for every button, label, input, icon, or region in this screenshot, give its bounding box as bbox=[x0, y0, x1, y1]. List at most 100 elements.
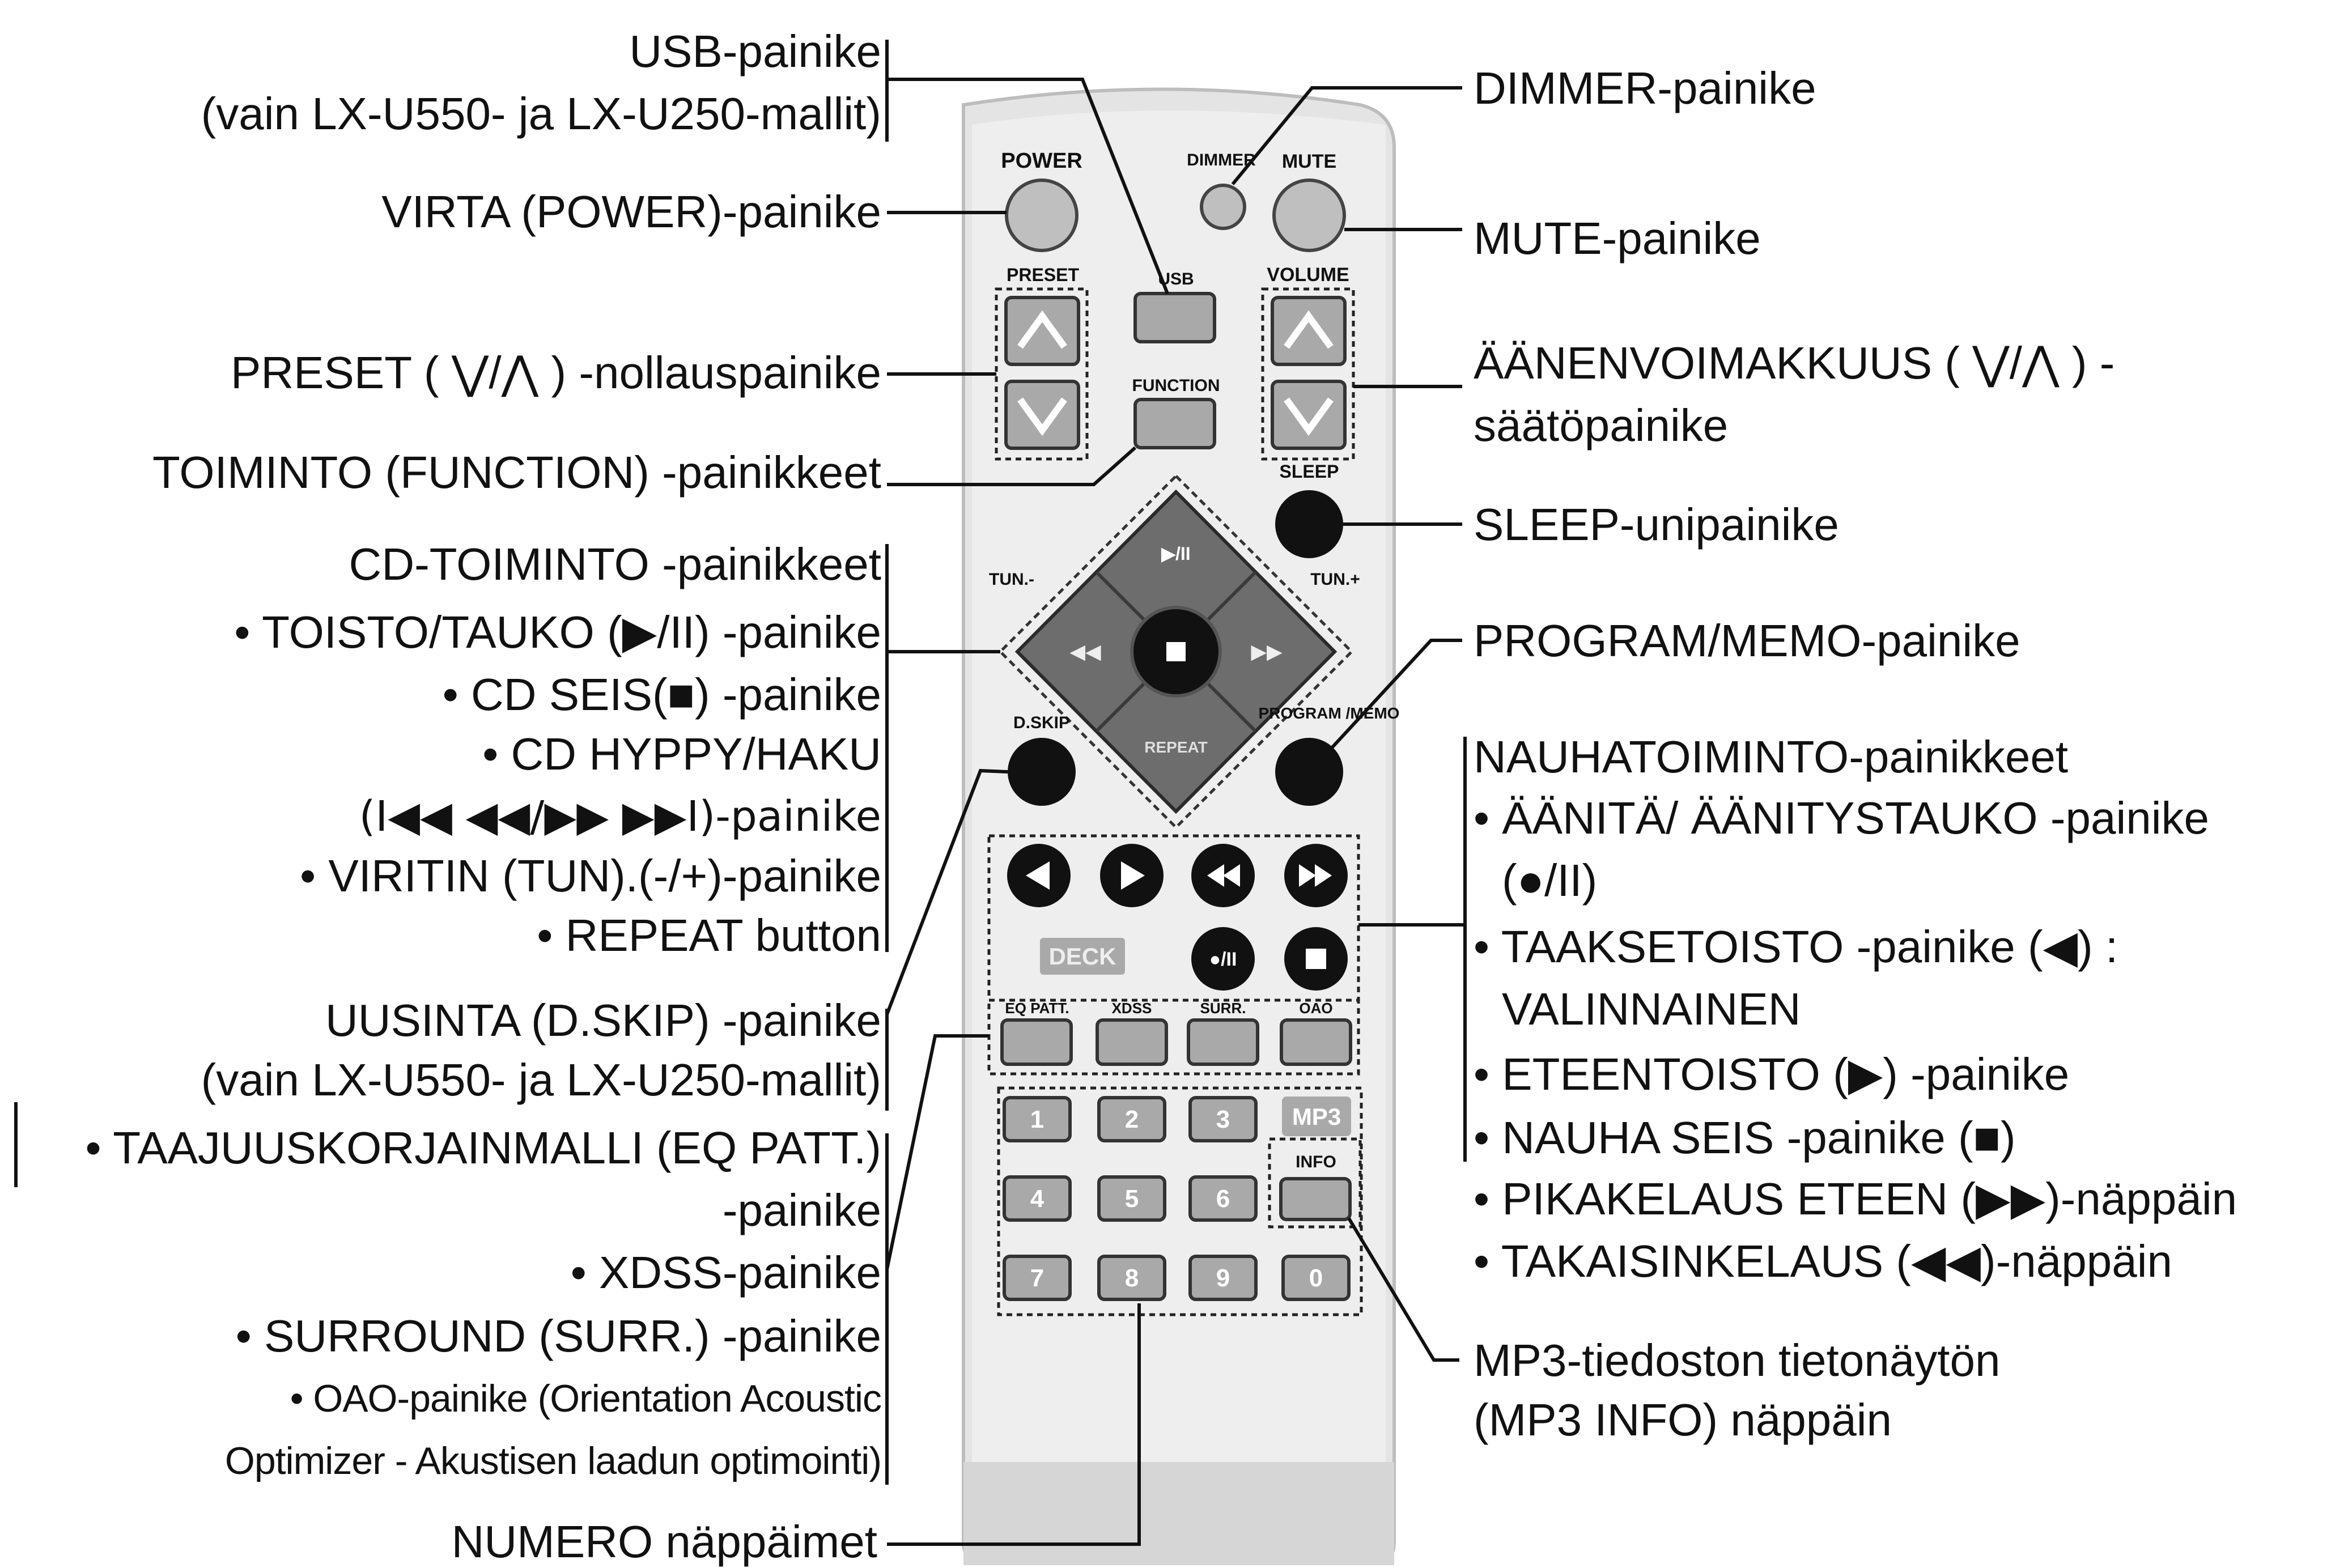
power-text: POWER bbox=[1001, 149, 1082, 173]
preset-text: PRESET bbox=[1007, 265, 1079, 285]
number-key-label: 2 bbox=[1125, 1106, 1139, 1133]
number-key-label: 5 bbox=[1125, 1185, 1139, 1213]
surround-callout: • SURROUND (SURR.) -painike bbox=[235, 1311, 881, 1361]
eq-patt-callout: • TAAJUUSKORJAINMALLI (EQ PATT.) bbox=[85, 1123, 881, 1173]
forward-play-callout: • ETEENTOISTO (▶) -painike bbox=[1474, 1049, 2070, 1099]
mp3-text: MP3 bbox=[1292, 1103, 1341, 1130]
volume-group-frame bbox=[1261, 287, 1355, 461]
number-key-label: 3 bbox=[1216, 1106, 1230, 1133]
tuner-callout: • VIRITIN (TUN).(-/+)-painike bbox=[300, 851, 881, 901]
oao-text: OAO bbox=[1299, 1000, 1332, 1017]
volume-down-button[interactable] bbox=[1271, 380, 1347, 450]
dimmer-text: DIMMER bbox=[1187, 151, 1256, 169]
preset-up-button[interactable] bbox=[1004, 296, 1080, 366]
usb-button[interactable] bbox=[1133, 292, 1216, 343]
leader-lines bbox=[14, 40, 1467, 1546]
mp3-badge bbox=[1282, 1097, 1351, 1136]
mp3-info-callout-line1: MP3-tiedoston tietonäytön bbox=[1474, 1335, 2001, 1386]
mute-button[interactable] bbox=[1272, 179, 1346, 252]
function-buttons-callout: TOIMINTO (FUNCTION) -painikkeet bbox=[152, 447, 881, 498]
sleep-button[interactable] bbox=[1275, 490, 1343, 558]
function-button[interactable] bbox=[1133, 398, 1216, 449]
volume-callout-line2: säätöpainike bbox=[1474, 400, 1729, 451]
number-key-7[interactable] bbox=[1003, 1255, 1072, 1301]
info-frame bbox=[1268, 1137, 1362, 1229]
number-key-5[interactable] bbox=[1097, 1175, 1166, 1222]
surr-button[interactable] bbox=[1187, 1018, 1259, 1066]
tape-functions-callout: NAUHATOIMINTO-painikkeet bbox=[1474, 732, 2069, 782]
program-memo-button[interactable] bbox=[1275, 738, 1343, 806]
volume-text: VOLUME bbox=[1267, 264, 1349, 286]
number-key-label: 9 bbox=[1216, 1264, 1230, 1292]
number-key-6[interactable] bbox=[1188, 1175, 1258, 1222]
number-key-2[interactable] bbox=[1097, 1096, 1166, 1142]
preset-group-frame bbox=[995, 287, 1089, 461]
number-key-label: 0 bbox=[1309, 1264, 1323, 1292]
mp3-info-button[interactable] bbox=[1279, 1177, 1352, 1221]
surr-text: SURR. bbox=[1200, 1000, 1246, 1017]
power-button-callout: VIRTA (POWER)-painike bbox=[381, 186, 881, 237]
eq-patt-button[interactable] bbox=[1000, 1018, 1073, 1066]
eq-patt-suffix: -painike bbox=[722, 1185, 881, 1235]
fast-forward-callout: • PIKAKELAUS ETEEN (▶▶)-näppäin bbox=[1474, 1174, 2237, 1224]
power-button[interactable] bbox=[1005, 179, 1079, 252]
info-text: INFO bbox=[1296, 1153, 1336, 1171]
reverse-play-callout-line2: VALINNAINEN bbox=[1502, 984, 1801, 1034]
cd-play-pause-callout: • TOISTO/TAUKO (▶/II) -painike bbox=[234, 607, 881, 657]
number-key-4[interactable] bbox=[1003, 1175, 1072, 1222]
repeat-text: REPEAT bbox=[1144, 738, 1208, 756]
skip-back-glyph[interactable]: ◀◀ bbox=[1069, 640, 1101, 664]
tun-plus-text: TUN.+ bbox=[1310, 570, 1360, 589]
number-key-label: 7 bbox=[1030, 1264, 1044, 1292]
deck-text: DECK bbox=[1048, 943, 1116, 970]
number-keys-callout: NUMERO näppäimet bbox=[451, 1516, 877, 1567]
keypad-frame bbox=[997, 1086, 1363, 1316]
skip-forward-glyph[interactable]: ▶▶ bbox=[1251, 640, 1283, 664]
oao-button[interactable] bbox=[1280, 1018, 1352, 1066]
repeat-callout: • REPEAT button bbox=[537, 910, 881, 961]
program-memo-text: PROGRAM /MEMO bbox=[1259, 704, 1400, 722]
sleep-text: SLEEP bbox=[1280, 461, 1339, 482]
cd-stop-callout: • CD SEIS(■) -painike bbox=[442, 669, 881, 720]
eq-patt-text: EQ PATT. bbox=[1005, 1000, 1069, 1017]
record-pause-text: ●/II bbox=[1209, 949, 1237, 970]
cd-skip-search-callout: • CD HYPPY/HAKU bbox=[482, 729, 881, 779]
number-key-label: 4 bbox=[1030, 1185, 1045, 1213]
sleep-button-callout: SLEEP-unipainike bbox=[1474, 499, 1839, 550]
xdss-text: XDSS bbox=[1112, 1000, 1152, 1017]
oao-callout-line2: Optimizer - Akustisen laadun optimointi) bbox=[224, 1439, 882, 1482]
volume-callout-line1: ÄÄNENVOIMAKKUUS ( ⋁/⋀ ) - bbox=[1474, 338, 2115, 388]
cd-functions-callout: CD-TOIMINTO -painikkeet bbox=[349, 539, 881, 589]
usb-button-callout: USB-painike bbox=[629, 26, 881, 77]
preset-down-button[interactable] bbox=[1004, 380, 1080, 450]
number-key-label: 8 bbox=[1125, 1264, 1139, 1292]
dskip-button[interactable] bbox=[1008, 738, 1076, 806]
number-key-8[interactable] bbox=[1097, 1255, 1166, 1301]
number-key-9[interactable] bbox=[1188, 1255, 1258, 1301]
mp3-info-callout-line2: (MP3 INFO) näppäin bbox=[1474, 1395, 1892, 1445]
record-pause-button[interactable] bbox=[1191, 927, 1255, 991]
reverse-play-callout-line1: • TAAKSETOISTO -painike (◀) : bbox=[1474, 921, 2118, 972]
xdss-button[interactable] bbox=[1096, 1018, 1168, 1066]
oao-callout-line1: • OAO-painike (Orientation Acoustic bbox=[290, 1377, 882, 1420]
number-key-label: 6 bbox=[1216, 1185, 1230, 1213]
rewind-callout: • TAKAISINKELAUS (◀◀)-näppäin bbox=[1474, 1236, 2173, 1286]
dpad-outline bbox=[998, 474, 1354, 830]
tape-stop-callout: • NAUHA SEIS -painike (■) bbox=[1474, 1112, 2016, 1163]
volume-up-button[interactable] bbox=[1271, 296, 1347, 366]
usb-models-note: (vain LX-U550- ja LX-U250-mallit) bbox=[201, 88, 881, 139]
dskip-callout: UUSINTA (D.SKIP) -painike bbox=[325, 995, 881, 1046]
program-memo-callout: PROGRAM/MEMO-painike bbox=[1474, 615, 2020, 666]
tun-minus-text: TUN.- bbox=[989, 570, 1034, 589]
number-key-0[interactable] bbox=[1281, 1255, 1351, 1301]
number-key-3[interactable] bbox=[1188, 1096, 1258, 1142]
mute-button-callout: MUTE-painike bbox=[1474, 213, 1761, 264]
deck-badge bbox=[1040, 938, 1125, 975]
xdss-callout: • XDSS-painike bbox=[570, 1247, 881, 1298]
dimmer-button[interactable] bbox=[1200, 184, 1246, 230]
number-key-1[interactable] bbox=[1003, 1096, 1072, 1142]
dskip-models-note: (vain LX-U550- ja LX-U250-mallit) bbox=[201, 1055, 881, 1105]
